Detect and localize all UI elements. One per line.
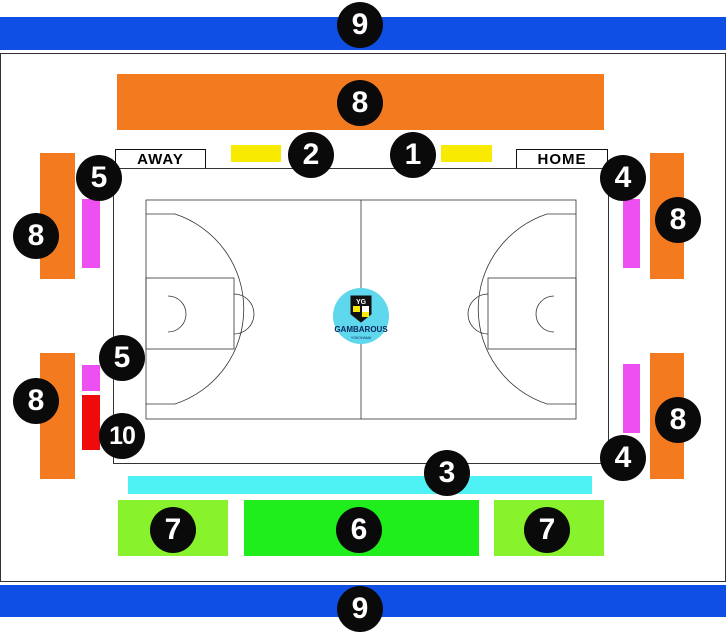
right-free-throw-arc <box>467 293 489 335</box>
badge-zone-6: 6 <box>336 507 382 553</box>
badge-zone-8-right-top: 8 <box>655 197 701 243</box>
home-label: HOME <box>516 149 608 170</box>
badge-zone-8-left-bottom: 8 <box>13 378 59 424</box>
pink-seating-right-top[interactable] <box>623 199 640 268</box>
badge-zone-5-top: 5 <box>76 155 122 201</box>
right-three-point-line <box>477 213 576 405</box>
badge-zone-4-bottom: 4 <box>600 435 646 481</box>
badge-zone-9-bottom: 9 <box>337 586 383 632</box>
red-seating-left[interactable] <box>82 395 100 450</box>
pink-seating-left-bottom[interactable] <box>82 365 100 391</box>
badge-zone-8-top: 8 <box>337 80 383 126</box>
pink-seating-left-top[interactable] <box>82 199 100 268</box>
logo-badge-text: YG <box>356 299 367 306</box>
yellow-seating-left[interactable] <box>231 145 281 162</box>
logo-subtext: YOKOHAMA <box>351 336 372 340</box>
logo-name: GAMBAROUS <box>334 325 388 334</box>
left-three-point-line <box>146 213 245 405</box>
badge-zone-9-top: 9 <box>337 2 383 48</box>
badge-zone-8-right-bottom: 8 <box>655 397 701 443</box>
badge-zone-2: 2 <box>288 132 334 178</box>
badge-zone-7-right: 7 <box>524 507 570 553</box>
left-restricted-arc <box>167 295 187 333</box>
pink-seating-right-bottom[interactable] <box>623 364 640 433</box>
badge-zone-7-left: 7 <box>150 507 196 553</box>
yellow-seating-right[interactable] <box>441 145 492 162</box>
away-label: AWAY <box>115 149 206 170</box>
team-logo-icon: YG <box>350 295 372 323</box>
badge-zone-3: 3 <box>424 450 470 496</box>
badge-zone-8-left-top: 8 <box>13 213 59 259</box>
left-free-throw-arc <box>233 293 255 335</box>
badge-zone-10: 10 <box>99 413 145 459</box>
left-key <box>145 277 235 350</box>
badge-zone-1: 1 <box>390 132 436 178</box>
cyan-courtside-strip[interactable] <box>128 476 592 494</box>
right-key <box>487 277 577 350</box>
badge-zone-4-top: 4 <box>600 155 646 201</box>
basketball-court: YG GAMBAROUS YOKOHAMA <box>113 168 609 464</box>
right-restricted-arc <box>535 295 555 333</box>
badge-zone-5-bottom: 5 <box>99 335 145 381</box>
